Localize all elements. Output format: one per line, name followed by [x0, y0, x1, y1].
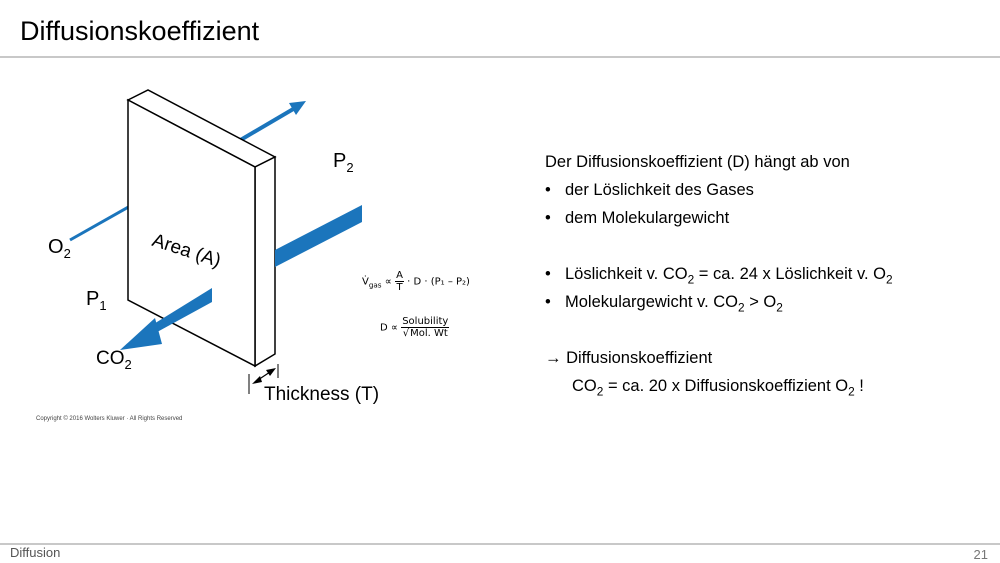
- bullet-marker: •: [545, 293, 551, 311]
- arrow-icon: →: [545, 349, 562, 367]
- slide-title: Diffusionskoeffizient: [20, 16, 260, 46]
- explanation-text: Der Diffusionskoeffizient (D) hängt ab v…: [545, 148, 985, 400]
- bullet-solubility-comparison: •Löslichkeit v. CO2 = ca. 24 x Löslichke…: [545, 260, 985, 288]
- label-co2: CO2: [96, 348, 132, 372]
- bullet-weight-comparison: •Molekulargewicht v. CO2 > O2: [545, 288, 985, 316]
- page-number: 21: [973, 547, 988, 562]
- bullet-marker: •: [545, 265, 551, 283]
- bullet-marker: •: [545, 181, 551, 199]
- blank-line: [545, 232, 985, 260]
- bullet-solubility: •der Löslichkeit des Gases: [545, 176, 985, 204]
- thickness-arrowhead-left: [252, 376, 262, 384]
- result-line: CO2 = ca. 20 x Diffusionskoeffizient O2 …: [572, 377, 864, 399]
- thickness-arrowhead-right: [266, 368, 276, 376]
- title-divider: [0, 56, 1000, 58]
- formula-diffusion-constant: D ∝ Solubility√Mol. Wt: [380, 316, 450, 339]
- membrane-front-face: [127, 98, 256, 368]
- o2-exit-arrow: [230, 106, 297, 147]
- co2-exit-arrowhead: [120, 318, 162, 350]
- label-p2: P2: [333, 150, 354, 175]
- bullet-marker: •: [545, 209, 551, 227]
- label-p1: P1: [86, 288, 107, 313]
- bullet-molecular-weight: •dem Molekulargewicht: [545, 204, 985, 232]
- footer-section-title: Diffusion: [10, 545, 61, 560]
- footer-divider: [0, 543, 1000, 545]
- co2-incoming-band: [275, 205, 362, 267]
- co2-exit-band: [144, 288, 212, 337]
- blank-line: [545, 316, 985, 344]
- conclusion-line: → Diffusionskoeffizient: [545, 349, 713, 367]
- membrane-side-face: [254, 155, 276, 368]
- o2-exit-arrowhead: [289, 101, 306, 115]
- label-thickness: Thickness (T): [264, 384, 380, 405]
- label-o2: O2: [48, 236, 71, 261]
- intro-line: Der Diffusionskoeffizient (D) hängt ab v…: [545, 153, 850, 171]
- copyright-notice: Copyright © 2016 Wolters Kluwer · All Ri…: [36, 416, 183, 422]
